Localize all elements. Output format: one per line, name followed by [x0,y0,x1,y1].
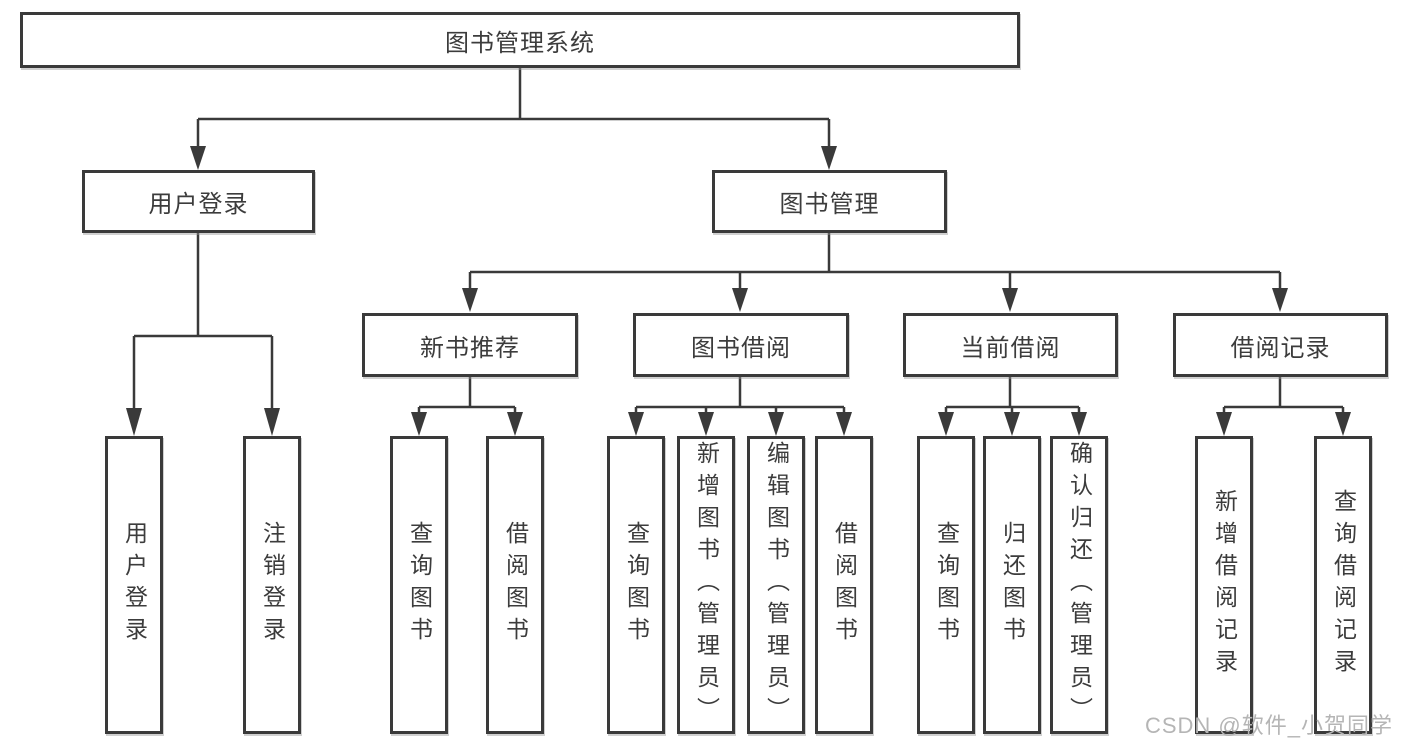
node-new-book-recommend-label: 新书推荐 [420,334,520,362]
leaf-borrowing-query-books-label: 查询图书 [623,521,650,649]
leaf-add-borrow-record-label: 新增借阅记录 [1211,489,1238,681]
leaf-edit-book-admin-label: 编辑图书（管理员） [763,441,790,729]
leaf-logout: 注销登录 [243,436,301,734]
leaf-borrowing-borrow-books: 借阅图书 [815,436,873,734]
csdn-watermark: CSDN @软件_小贺同学 [1144,713,1393,738]
leaf-user-login-label: 用户登录 [121,521,148,649]
node-borrowing-records: 借阅记录 [1173,313,1388,377]
arrowheads [126,146,1351,436]
leaf-logout-label: 注销登录 [259,521,286,649]
node-current-borrowing-label: 当前借阅 [960,334,1061,362]
node-new-book-recommend: 新书推荐 [362,313,578,377]
leaf-return-book: 归还图书 [983,436,1041,734]
node-current-borrowing: 当前借阅 [903,313,1118,377]
leaf-query-borrow-record-label: 查询借阅记录 [1330,489,1357,681]
node-book-management: 图书管理 [712,170,947,233]
leaf-recommend-query-books: 查询图书 [390,436,448,734]
leaf-confirm-return-admin-label: 确认归还（管理员） [1066,441,1093,729]
node-book-borrowing: 图书借阅 [633,313,849,377]
leaf-confirm-return-admin: 确认归还（管理员） [1050,436,1108,734]
leaf-current-query-books: 查询图书 [917,436,975,734]
node-borrowing-records-label: 借阅记录 [1230,334,1331,362]
leaf-add-book-admin-label: 新增图书（管理员） [693,441,720,729]
leaf-query-borrow-record: 查询借阅记录 [1314,436,1372,734]
leaf-return-book-label: 归还图书 [999,521,1026,649]
leaf-recommend-borrow-books-label: 借阅图书 [502,521,529,649]
leaf-borrowing-borrow-books-label: 借阅图书 [831,521,858,649]
leaf-recommend-query-books-label: 查询图书 [406,521,433,649]
node-book-management-label: 图书管理 [779,191,880,218]
node-user-login: 用户登录 [82,170,315,233]
node-book-borrowing-label: 图书借阅 [691,334,791,362]
connector-paths [132,68,1345,416]
leaf-user-login: 用户登录 [105,436,163,734]
leaf-edit-book-admin: 编辑图书（管理员） [747,436,805,734]
node-user-login-label: 用户登录 [148,191,249,218]
leaf-borrowing-query-books: 查询图书 [607,436,665,734]
leaf-add-borrow-record: 新增借阅记录 [1195,436,1253,734]
leaf-add-book-admin: 新增图书（管理员） [677,436,735,734]
node-library-system-label: 图书管理系统 [445,29,595,57]
node-library-system: 图书管理系统 [20,12,1020,68]
leaf-recommend-borrow-books: 借阅图书 [486,436,544,734]
leaf-current-query-books-label: 查询图书 [933,521,960,649]
